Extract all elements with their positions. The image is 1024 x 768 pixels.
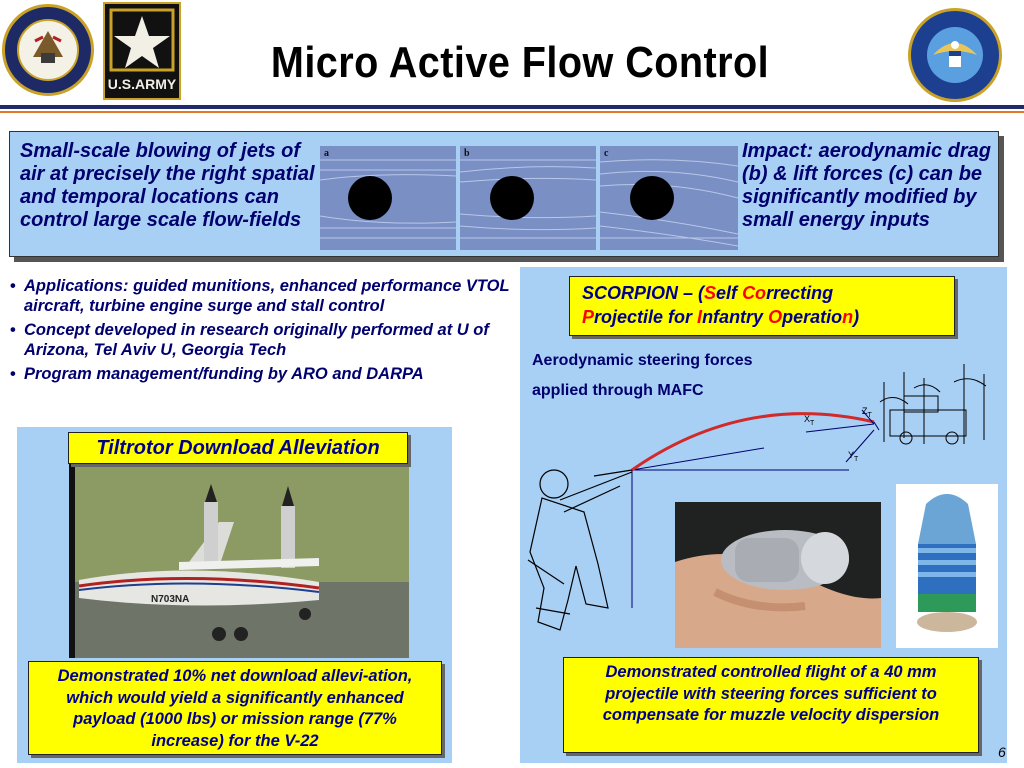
flow-visualization-c: [600, 159, 738, 247]
flow-image-c: c: [600, 146, 738, 250]
flow-image-label-c: c: [604, 148, 609, 159]
acronym-rrecting: rrecting: [766, 283, 834, 303]
bullet-applications: Applications: guided munitions, enhanced…: [8, 276, 518, 316]
axis-z-text: Z: [862, 406, 868, 416]
header-rule-orange: [0, 111, 1024, 113]
projectile-cutaway-image: [917, 494, 977, 632]
aircraft-tail-number: N703NA: [151, 594, 190, 605]
axis-y-subscript: T: [854, 455, 859, 463]
axis-x-subscript: T: [810, 419, 815, 427]
axis-x-text: X: [804, 414, 811, 424]
bullet-list: Applications: guided munitions, enhanced…: [8, 276, 518, 388]
trajectory-graphic: [527, 364, 987, 631]
header-rule-navy: [0, 105, 1024, 109]
page-title: Micro Active Flow Control: [270, 38, 770, 87]
axis-z-subscript: T: [867, 411, 872, 419]
acronym-p: P: [582, 307, 595, 327]
us-army-logo-text: U.S.ARMY: [107, 76, 177, 92]
tiltrotor-photo: N703NA: [69, 462, 409, 658]
projectile-hand-image: [675, 530, 881, 648]
axis-y-label: YT: [848, 450, 858, 463]
aero-steering-line-1: Aerodynamic steering forces: [532, 352, 753, 369]
tiltrotor-caption: Demonstrated 10% net download allevi-ati…: [28, 661, 442, 755]
flow-visualization-a: [320, 159, 456, 239]
flow-image-a: a: [320, 146, 456, 250]
impact-description: Impact: aerodynamic drag (b) & lift forc…: [742, 140, 991, 231]
axis-y-text: Y: [848, 450, 855, 460]
acronym-close: ): [853, 307, 860, 327]
dod-seal: [908, 8, 1002, 102]
flow-visualization-b: [460, 159, 596, 239]
scorpion-title-prefix: SCORPION – (: [582, 283, 705, 303]
trajectory-diagram: XT ZT YT: [524, 352, 1002, 652]
us-army-logo: U.S.ARMY: [103, 2, 181, 100]
dod-seal-graphic: [927, 27, 983, 83]
acronym-elf: elf: [716, 283, 743, 303]
page-number: 6: [998, 744, 1006, 760]
acronym-n: n: [842, 307, 854, 327]
acronym-rojectile: rojectile for: [594, 307, 698, 327]
bullet-funding: Program management/funding by ARO and DA…: [8, 364, 518, 384]
projectile-cutaway: [896, 484, 998, 648]
flow-image-label-a: a: [324, 148, 329, 159]
acronym-peratio: peratio: [782, 307, 843, 327]
tiltrotor-heading: Tiltrotor Download Alleviation: [68, 432, 408, 464]
acronym-nfantry: nfantry: [702, 307, 769, 327]
acronym-co: Co: [742, 283, 767, 303]
axis-z-label: ZT: [862, 406, 872, 419]
army-seal-graphic: [17, 19, 79, 81]
army-seal: [2, 4, 94, 96]
acronym-s: S: [704, 283, 717, 303]
star-icon: [109, 8, 175, 72]
acronym-i: I: [697, 307, 703, 327]
aero-steering-text: Aerodynamic steering forces applied thro…: [532, 346, 832, 406]
flow-image-b: b: [460, 146, 596, 250]
acronym-o: O: [768, 307, 783, 327]
projectile-hand-photo: [675, 502, 881, 648]
axis-x-label: XT: [804, 414, 814, 427]
flow-image-label-b: b: [464, 148, 470, 159]
tiltrotor-aircraft-image: [69, 462, 409, 658]
flow-control-description: Small-scale blowing of jets of air at pr…: [20, 140, 315, 231]
bullet-research: Concept developed in research originally…: [8, 320, 518, 360]
aero-steering-line-2: applied through MAFC: [532, 382, 704, 399]
scorpion-caption: Demonstrated controlled flight of a 40 m…: [563, 657, 979, 753]
